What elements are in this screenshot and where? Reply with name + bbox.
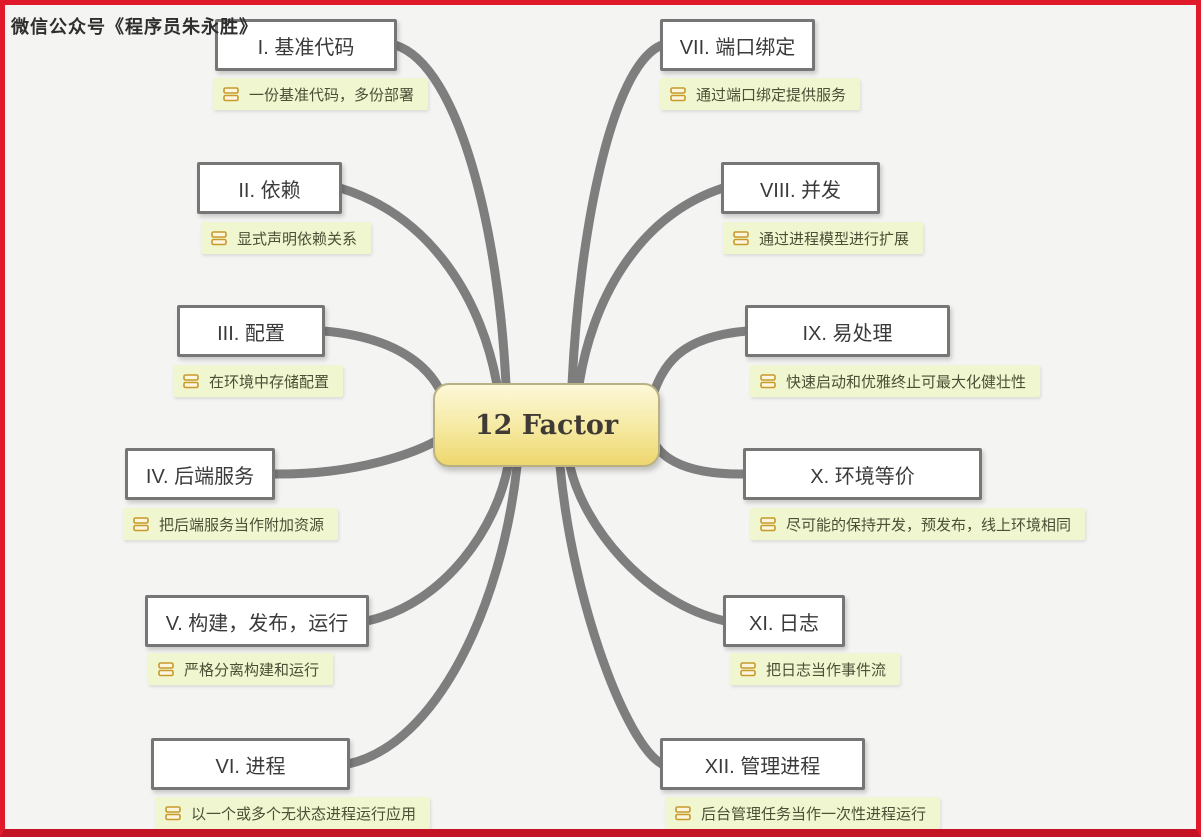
branch-curve xyxy=(335,183,502,390)
topic-label: II. 依赖 xyxy=(238,179,301,202)
note-text: 快速启动和优雅终止可最大化健壮性 xyxy=(786,373,1027,391)
topic-label: IV. 后端服务 xyxy=(145,465,255,488)
topic-label: I. 基准代码 xyxy=(257,36,355,59)
topic-disposability[interactable]: IX. 易处理 xyxy=(745,305,950,357)
topic-dev-prod-parity[interactable]: X. 环境等价 xyxy=(743,448,982,500)
branch-curve xyxy=(362,461,513,626)
note-backing-services[interactable]: 把后端服务当作附加资源 xyxy=(123,508,339,540)
notes-icon xyxy=(165,805,182,821)
note-text: 显式声明依赖关系 xyxy=(237,230,358,248)
note-text: 后台管理任务当作一次性进程运行 xyxy=(701,805,927,823)
notes-icon xyxy=(133,516,150,532)
topic-label: XII. 管理进程 xyxy=(704,755,821,778)
topic-label: VII. 端口绑定 xyxy=(679,36,796,59)
central-topic-label: 12 Factor xyxy=(474,409,619,441)
topic-codebase[interactable]: I. 基准代码 xyxy=(215,19,397,71)
note-text: 通过进程模型进行扩展 xyxy=(759,230,910,248)
notes-icon xyxy=(670,86,687,102)
topic-dependencies[interactable]: II. 依赖 xyxy=(197,162,342,214)
topic-label: III. 配置 xyxy=(217,322,285,345)
notes-icon xyxy=(183,373,200,389)
topic-build-release-run[interactable]: V. 构建，发布，运行 xyxy=(145,595,369,647)
notes-icon xyxy=(740,661,757,677)
note-text: 把后端服务当作附加资源 xyxy=(159,516,325,534)
note-port-binding[interactable]: 通过端口绑定提供服务 xyxy=(660,78,861,110)
note-dependencies[interactable]: 显式声明依赖关系 xyxy=(201,222,372,254)
note-text: 通过端口绑定提供服务 xyxy=(696,86,847,104)
branch-curve xyxy=(567,40,667,390)
topic-backing-services[interactable]: IV. 后端服务 xyxy=(125,448,275,500)
topic-label: VIII. 并发 xyxy=(759,179,842,202)
note-text: 以一个或多个无状态进程运行应用 xyxy=(191,805,417,823)
note-logs[interactable]: 把日志当作事件流 xyxy=(730,653,901,685)
notes-icon xyxy=(211,230,228,246)
watermark: 微信公众号《程序员朱永胜》 xyxy=(11,17,258,37)
note-text: 在环境中存储配置 xyxy=(209,373,330,391)
note-text: 严格分离构建和运行 xyxy=(184,661,320,679)
notes-icon xyxy=(760,373,777,389)
branch-curve xyxy=(647,432,750,479)
topic-logs[interactable]: XI. 日志 xyxy=(723,595,845,647)
notes-icon xyxy=(675,805,692,821)
branch-curve xyxy=(565,461,730,626)
topic-concurrency[interactable]: VIII. 并发 xyxy=(721,162,880,214)
branch-curves xyxy=(268,40,752,769)
topic-label: IX. 易处理 xyxy=(802,322,893,345)
branch-curve xyxy=(555,461,667,769)
note-disposability[interactable]: 快速启动和优雅终止可最大化健壮性 xyxy=(750,365,1041,397)
branch-curve xyxy=(268,432,448,479)
topic-label: XI. 日志 xyxy=(748,612,819,635)
note-processes[interactable]: 以一个或多个无状态进程运行应用 xyxy=(155,797,431,829)
note-build-release-run[interactable]: 严格分离构建和运行 xyxy=(148,653,334,685)
topic-config[interactable]: III. 配置 xyxy=(177,305,325,357)
topic-label: V. 构建，发布，运行 xyxy=(165,612,349,635)
notes-icon xyxy=(158,661,175,677)
notes-icon xyxy=(733,230,750,246)
note-concurrency[interactable]: 通过进程模型进行扩展 xyxy=(723,222,924,254)
note-config[interactable]: 在环境中存储配置 xyxy=(173,365,344,397)
notes-icon xyxy=(223,86,240,102)
note-text: 尽可能的保持开发，预发布，线上环境相同 xyxy=(786,516,1072,534)
topic-port-binding[interactable]: VII. 端口绑定 xyxy=(660,19,815,71)
branch-curve xyxy=(574,183,728,390)
note-text: 一份基准代码，多份部署 xyxy=(249,86,415,104)
note-dev-prod-parity[interactable]: 尽可能的保持开发，预发布，线上环境相同 xyxy=(750,508,1086,540)
topic-label: VI. 进程 xyxy=(215,755,286,778)
topic-processes[interactable]: VI. 进程 xyxy=(151,738,350,790)
notes-icon xyxy=(760,516,777,532)
topic-admin-processes[interactable]: XII. 管理进程 xyxy=(660,738,865,790)
topic-label: X. 环境等价 xyxy=(810,465,915,488)
note-admin-processes[interactable]: 后台管理任务当作一次性进程运行 xyxy=(665,797,941,829)
note-text: 把日志当作事件流 xyxy=(766,661,887,679)
branch-curve xyxy=(647,326,752,402)
branch-curve xyxy=(343,461,522,769)
central-topic[interactable]: 12 Factor xyxy=(433,383,660,467)
branch-curve xyxy=(390,40,511,390)
note-codebase[interactable]: 一份基准代码，多份部署 xyxy=(213,78,429,110)
